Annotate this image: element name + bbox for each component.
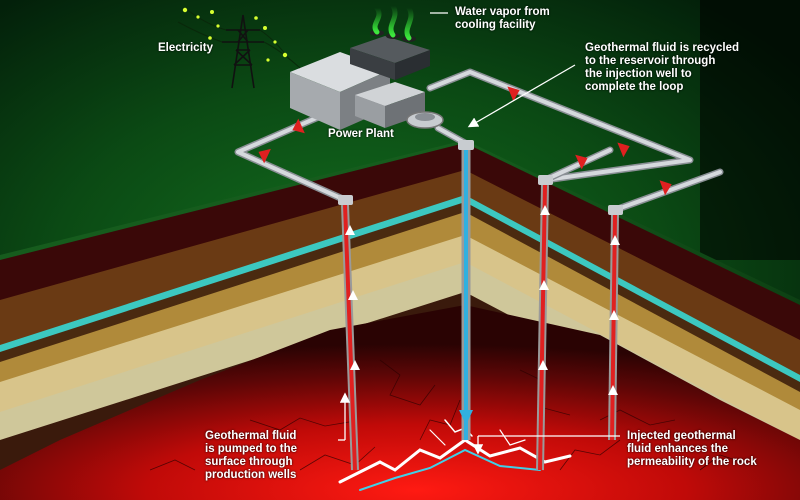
flow-arrow-icon: [258, 148, 271, 164]
production-wells-label: Geothermal fluid is pumped to the surfac…: [205, 430, 297, 481]
callout-pointers: [338, 12, 620, 455]
steam-icon: [372, 3, 414, 41]
power-plant-icon: [290, 30, 444, 130]
water-vapor-label: Water vapor from cooling facility: [455, 6, 550, 31]
dark-edge-right: [700, 0, 800, 260]
production-wells: [338, 175, 623, 471]
hot-rock-reservoir: [0, 305, 800, 500]
flow-arrows: [258, 86, 672, 196]
injection-well: [458, 140, 474, 440]
injected-fluid-label: Injected geothermal fluid enhances the p…: [627, 430, 757, 468]
electricity-tower-icon: [222, 14, 264, 89]
power-plant-label: Power Plant: [328, 128, 394, 140]
electricity-sparks: [182, 7, 288, 62]
electricity-label: Electricity: [158, 42, 213, 54]
flow-arrow-icon: [575, 154, 588, 170]
flow-arrow-icon: [507, 86, 520, 102]
recycled-fluid-label: Geothermal fluid is recycled to the rese…: [585, 42, 740, 93]
flow-arrow-icon: [617, 142, 630, 158]
flow-arrow-icon: [659, 180, 672, 196]
production-up-arrows: [345, 205, 620, 395]
flow-arrow-icon: [292, 118, 305, 134]
